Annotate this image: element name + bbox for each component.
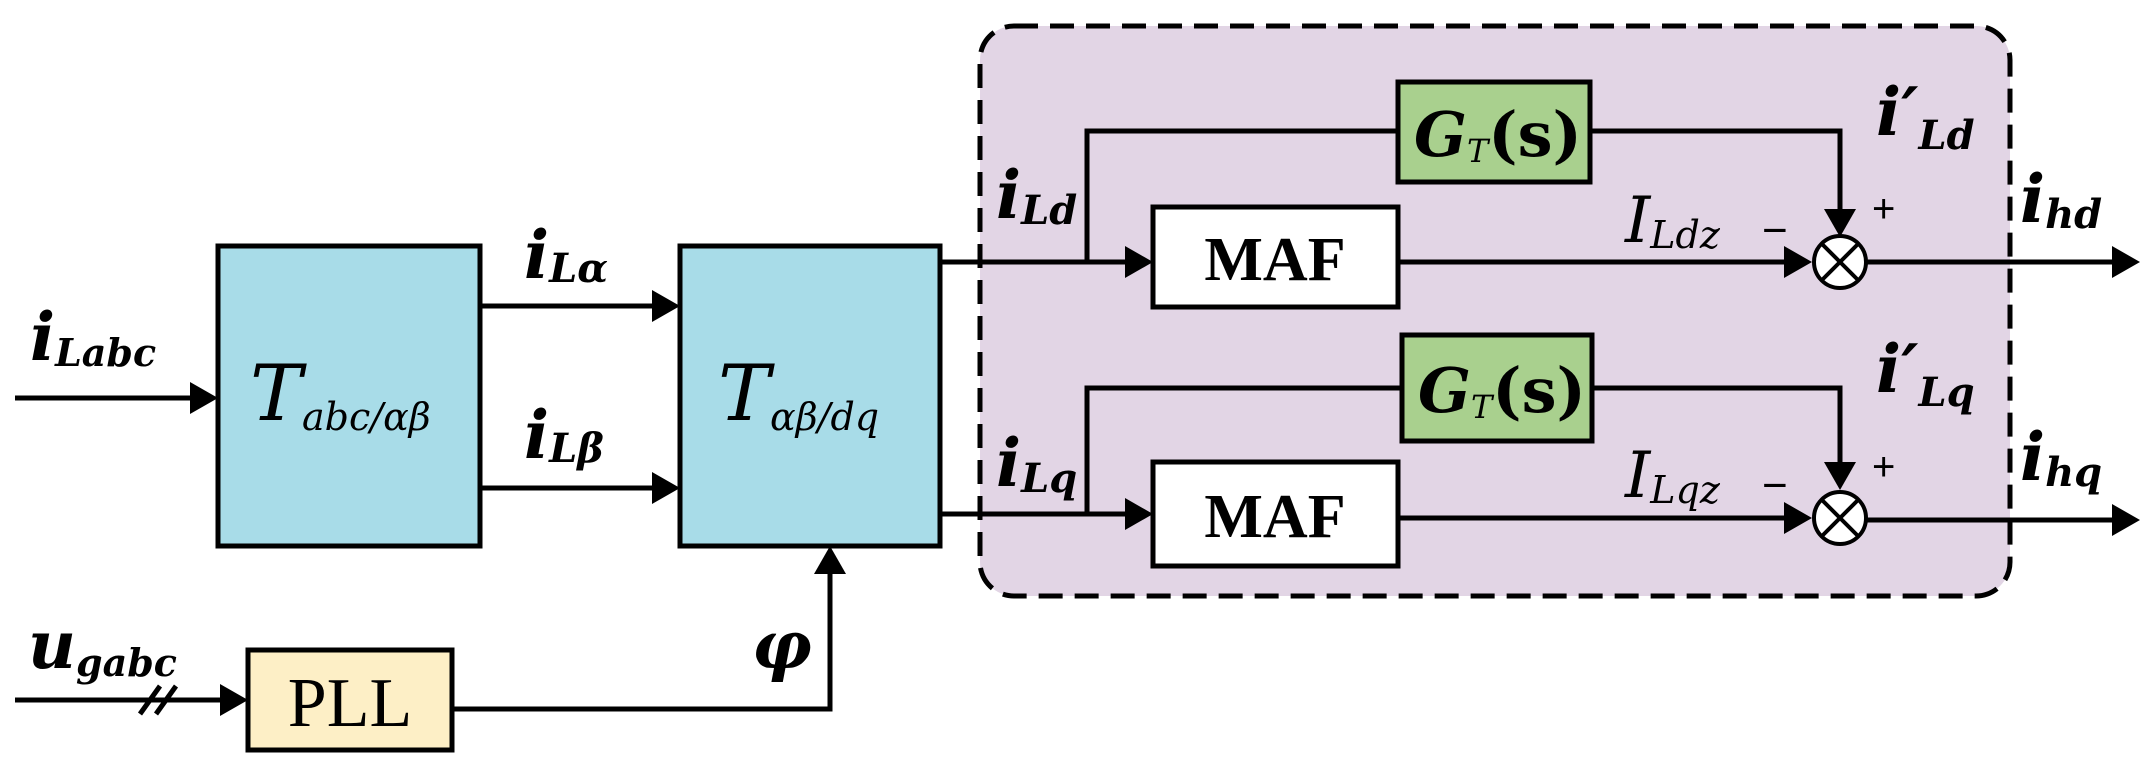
sum-bottom-plus-sign: + xyxy=(1872,445,1895,489)
arrowhead-i-ld xyxy=(1125,246,1153,278)
wire-phi xyxy=(452,573,833,712)
label-I-lqz: ILqz xyxy=(1624,439,1721,513)
block-gt-bottom: GT(s) xyxy=(1399,332,1595,444)
arrowhead-input-ugabc xyxy=(220,684,248,716)
label-u-gabc: ugabc xyxy=(28,606,177,685)
label-i-prime-ld: i′Ld xyxy=(1876,73,1975,159)
block-alphabeta-to-dq-label: Tαβ/dq xyxy=(718,349,879,439)
arrowhead-sum-top-minus xyxy=(1784,246,1812,278)
block-gt-top-label: GT(s) xyxy=(1414,98,1582,171)
label-phi: φ xyxy=(752,606,812,684)
block-gt-bottom-label: GT(s) xyxy=(1418,354,1586,427)
wire-i-ld-branch xyxy=(1084,128,1398,262)
block-abc-to-alphabeta-label: Tabc/αβ xyxy=(250,349,431,439)
block-alphabeta-to-dq: Tαβ/dq xyxy=(677,243,943,549)
label-i-lq: iLq xyxy=(996,424,1077,502)
sum-top-plus-sign: + xyxy=(1872,187,1895,231)
arrowhead-i-alpha xyxy=(652,290,680,322)
sum-junction-bottom xyxy=(1812,490,1868,546)
arrowhead-i-hq xyxy=(2112,504,2140,536)
label-i-hd: ihd xyxy=(2020,160,2102,238)
arrowhead-i-beta xyxy=(652,472,680,504)
three-phase-slash-1 xyxy=(137,684,163,716)
block-pll: PLL xyxy=(245,647,455,753)
arrowhead-sum-top xyxy=(1824,209,1856,237)
label-i-prime-lq: i′Lq xyxy=(1876,330,1975,416)
block-maf-top: MAF xyxy=(1150,204,1401,310)
label-i-hq: ihq xyxy=(2020,418,2102,496)
arrowhead-sum-bottom-minus xyxy=(1784,502,1812,534)
label-I-ldz: ILdz xyxy=(1624,184,1721,258)
wire-gt-top-out xyxy=(1590,128,1843,213)
three-phase-slash-2 xyxy=(153,684,179,716)
label-i-labc: iLabc xyxy=(30,298,156,376)
wire-gt-bottom-out xyxy=(1592,385,1843,465)
arrowhead-i-hd xyxy=(2112,246,2140,278)
block-maf-bottom: MAF xyxy=(1150,459,1401,569)
arrowhead-phi xyxy=(814,546,846,574)
arrowhead-input-ilabc xyxy=(190,382,218,414)
sum-top-minus-sign: − xyxy=(1762,206,1788,255)
block-maf-top-label: MAF xyxy=(1204,226,1345,294)
label-i-beta: iLβ xyxy=(524,396,604,474)
arrowhead-i-lq xyxy=(1125,498,1153,530)
block-gt-top: GT(s) xyxy=(1395,79,1593,185)
block-maf-bottom-label: MAF xyxy=(1204,483,1345,551)
block-pll-label: PLL xyxy=(288,665,412,742)
dashed-region xyxy=(977,23,2013,599)
sum-junction-top xyxy=(1812,234,1868,290)
label-i-alpha: iLα xyxy=(524,216,608,294)
arrowhead-sum-bottom xyxy=(1824,462,1856,490)
label-i-ld: iLd xyxy=(996,156,1077,234)
block-abc-to-alphabeta: Tabc/αβ xyxy=(215,243,483,549)
wire-i-lq-branch xyxy=(1084,385,1402,514)
sum-bottom-minus-sign: − xyxy=(1762,461,1788,510)
